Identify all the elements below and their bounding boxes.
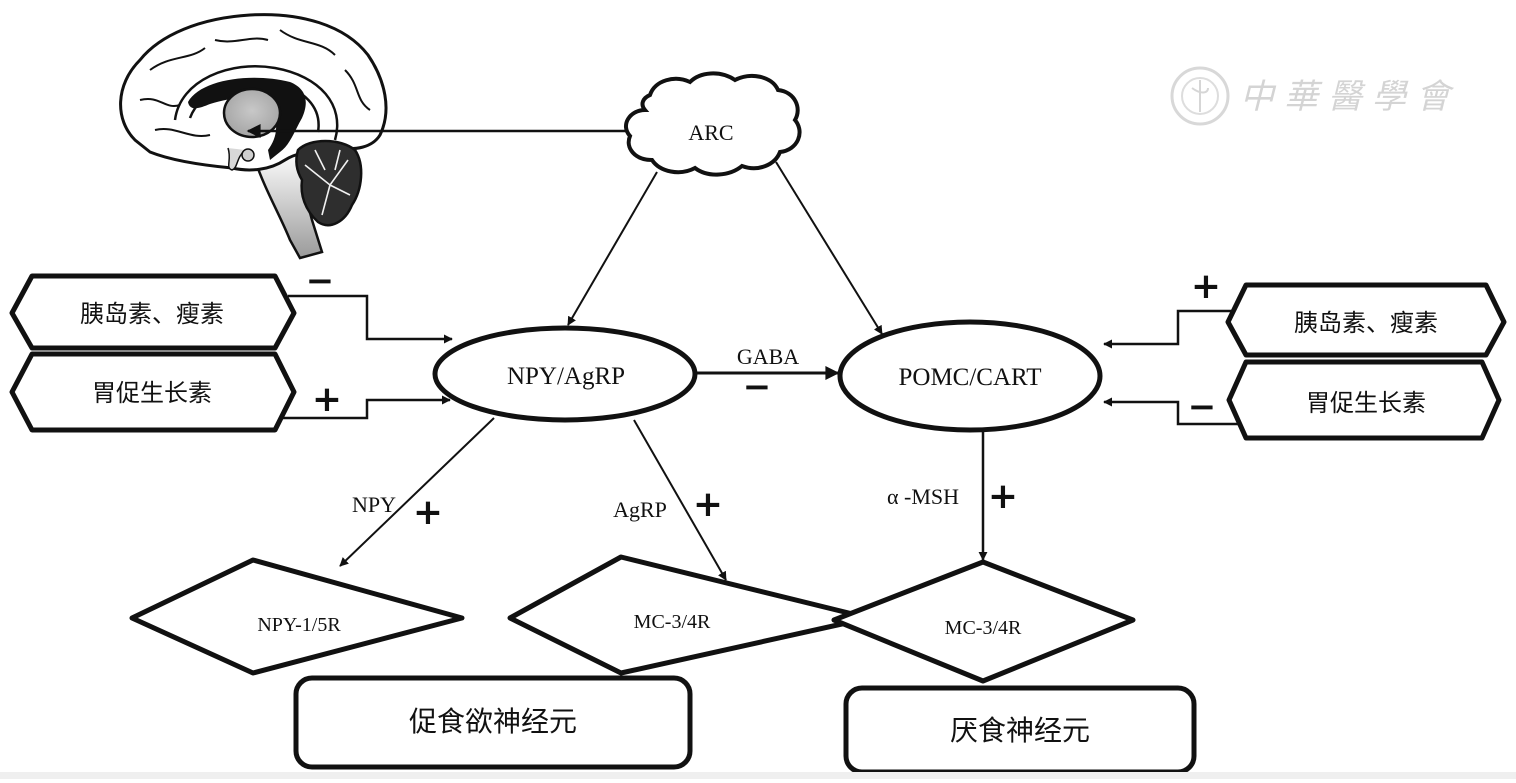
left-insulin-leptin-label: 胰岛素、瘦素 — [80, 300, 224, 328]
sign-left-ghrelin: + — [312, 379, 342, 420]
left-insulin-leptin-box: 胰岛素、瘦素 — [9, 273, 297, 351]
arrow-npy — [339, 417, 495, 567]
arrow-right-insulin-leptin-to-pomc-cart — [1103, 309, 1232, 349]
sign-npy: + — [413, 492, 443, 533]
left-ghrelin-box: 胃促生长素 — [9, 351, 297, 433]
anorexigenic-neurons-box: 厌食神经元 — [843, 685, 1197, 775]
sign-gaba: − — [743, 367, 772, 407]
sign-left-insulin-leptin: − — [306, 261, 335, 301]
arrow-arc-to-npy-agrp — [567, 171, 658, 326]
right-insulin-leptin-label: 胰岛素、瘦素 — [1294, 309, 1438, 337]
left-ghrelin-label: 胃促生长素 — [92, 379, 212, 407]
npy-receptor-node: NPY-1/5R — [129, 557, 465, 676]
npy-agrp-node: NPY/AgRP — [432, 325, 698, 423]
arrow-left-insulin-leptin-to-npy-agrp — [288, 294, 453, 344]
pomc-cart-label: POMC/CART — [899, 364, 1042, 391]
pomc-cart-node: POMC/CART — [837, 319, 1103, 433]
mc-receptor-left-node: MC-3/4R — [507, 554, 872, 676]
brain-illustration — [119, 13, 388, 260]
sign-agrp: + — [693, 484, 723, 525]
gaba-label: GABA — [737, 344, 799, 369]
mc-receptor-right-node: MC-3/4R — [831, 559, 1136, 684]
orexigenic-neurons-label: 促食欲神经元 — [409, 705, 577, 738]
arrow-left-ghrelin-to-npy-agrp — [283, 395, 451, 420]
sign-right-insulin-leptin: + — [1191, 266, 1221, 307]
sign-right-ghrelin: − — [1188, 387, 1217, 427]
arrow-right-ghrelin-to-pomc-cart — [1103, 397, 1238, 426]
npy-label: NPY — [352, 492, 396, 517]
arrow-arc-to-pomc-cart — [775, 161, 883, 335]
orexigenic-neurons-box: 促食欲神经元 — [293, 675, 693, 770]
bottom-edge — [0, 772, 1516, 779]
npy-agrp-label: NPY/AgRP — [507, 363, 625, 390]
arrow-agrp — [633, 419, 727, 581]
watermark: 中華醫學會 — [1170, 66, 1460, 126]
arc-label: ARC — [688, 120, 733, 145]
agrp-label: AgRP — [613, 497, 667, 522]
mc-receptor-left-label: MC-3/4R — [634, 611, 711, 633]
arc-node: ARC — [624, 71, 802, 177]
right-ghrelin-box: 胃促生长素 — [1226, 359, 1502, 441]
watermark-emblem-icon — [1170, 66, 1230, 126]
alpha-msh-label: α -MSH — [887, 484, 959, 509]
mc-receptor-right-label: MC-3/4R — [945, 617, 1022, 639]
sign-alpha-msh: + — [988, 476, 1018, 517]
anorexigenic-neurons-label: 厌食神经元 — [950, 714, 1090, 747]
npy-receptor-label: NPY-1/5R — [257, 614, 341, 636]
right-ghrelin-label: 胃促生长素 — [1306, 389, 1426, 417]
watermark-text: 中華醫學會 — [1240, 77, 1460, 117]
right-insulin-leptin-box: 胰岛素、瘦素 — [1225, 282, 1507, 358]
